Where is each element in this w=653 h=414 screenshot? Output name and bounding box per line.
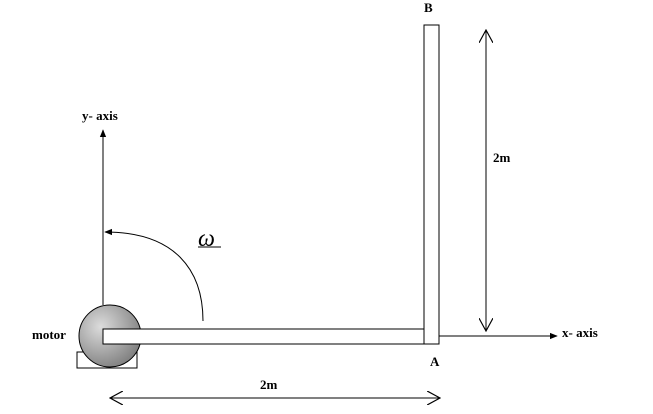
rod-oa — [102, 328, 426, 345]
point-a-label: A — [430, 354, 440, 369]
y-axis-label: y- axis — [82, 108, 118, 123]
dimension-ab-label: 2m — [493, 150, 511, 165]
x-axis-label: x- axis — [562, 325, 598, 340]
rod-ab — [423, 24, 440, 345]
rotation-arc — [104, 228, 204, 322]
point-b-label: B — [424, 0, 433, 15]
motor-label: motor — [32, 327, 66, 342]
dimension-oa-label: 2m — [260, 377, 278, 392]
angular-velocity-symbol: ω — [198, 226, 215, 252]
